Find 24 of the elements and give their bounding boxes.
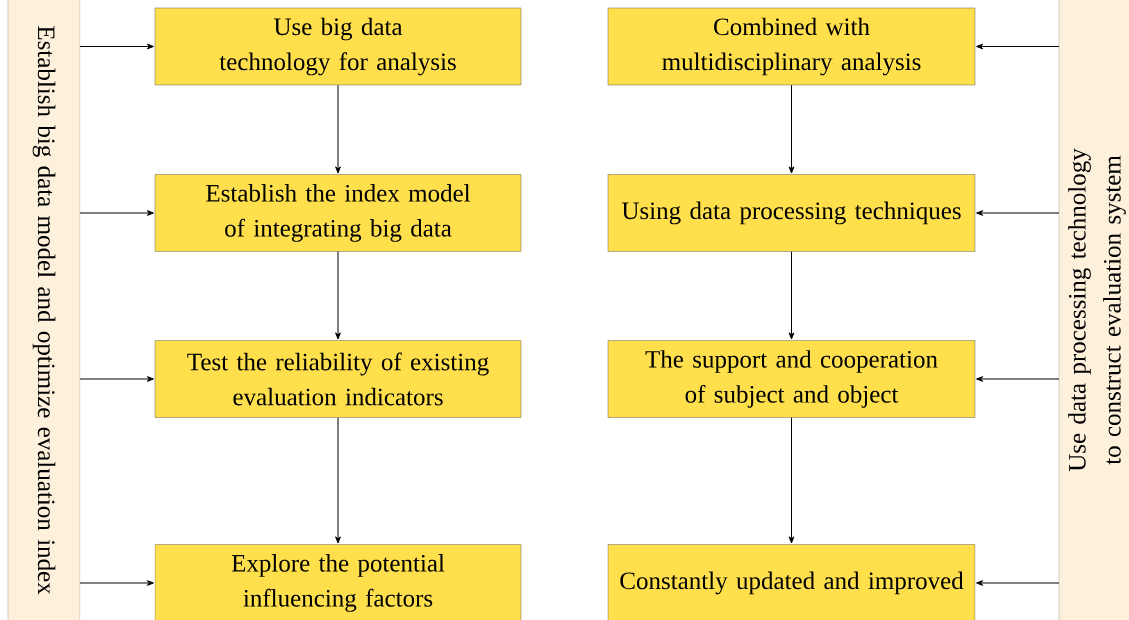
process-box: Constantly updated and improved bbox=[607, 544, 976, 620]
arrow bbox=[788, 417, 795, 544]
arrow bbox=[788, 251, 795, 340]
process-box: Combined with multidisciplinary analysis bbox=[607, 7, 976, 86]
process-box: Use big data technology for analysis bbox=[154, 7, 522, 86]
process-box: Explore the potential influencing factors bbox=[154, 544, 522, 620]
side-band: Establish big data model and optimize evaluation index bbox=[7, 0, 81, 620]
process-box: Establish the index model of integrating big data bbox=[154, 174, 522, 252]
arrow bbox=[335, 417, 341, 544]
process-box: The support and cooperation of subject and object bbox=[607, 340, 976, 418]
side-band: Use data processing technology to construct evaluation system bbox=[1058, 0, 1129, 620]
arrow bbox=[79, 210, 154, 216]
arrow bbox=[976, 580, 1060, 586]
arrow bbox=[976, 376, 1060, 382]
process-box: Using data processing techniques bbox=[607, 174, 976, 252]
arrow bbox=[976, 43, 1060, 50]
arrow bbox=[79, 376, 154, 382]
arrow bbox=[79, 43, 154, 50]
arrow bbox=[335, 84, 341, 174]
arrow bbox=[79, 580, 154, 586]
arrow bbox=[976, 210, 1060, 216]
arrow bbox=[335, 251, 341, 340]
process-box: Test the reliability of existing evaluation indicators bbox=[154, 340, 522, 418]
arrow bbox=[788, 84, 795, 174]
